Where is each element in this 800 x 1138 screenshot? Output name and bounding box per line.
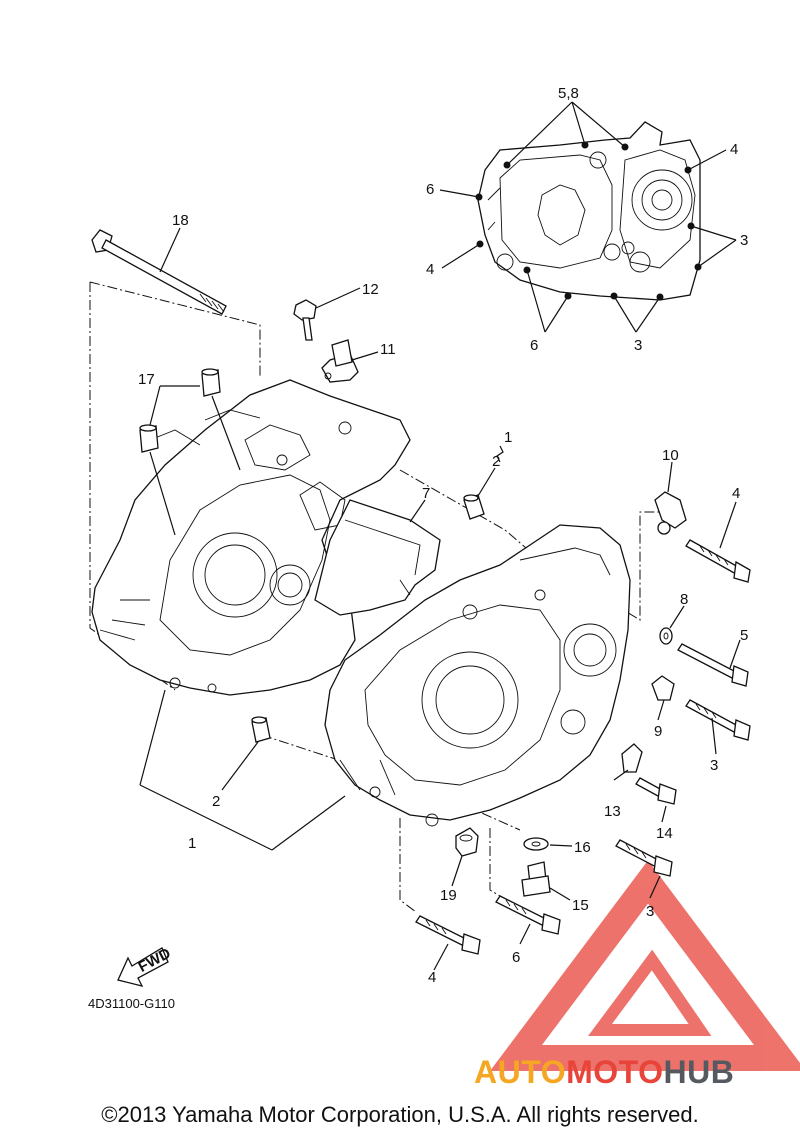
bolt-18: [91, 227, 227, 315]
bolt-14: [635, 777, 677, 823]
callout-8: 8: [680, 591, 688, 608]
dowel-2-lower: [139, 689, 346, 851]
callout-1-lower: 1: [188, 835, 196, 852]
crankcase-inner-view: [439, 101, 737, 333]
bracket-11: [321, 339, 379, 383]
dowel-17: [139, 368, 241, 536]
callout-18: 18: [172, 212, 189, 229]
watermark-auto: AUTO: [474, 1054, 567, 1090]
callout-3-bottom: 3: [634, 337, 642, 354]
bolt-6-low: [489, 828, 561, 945]
callout-3-top: 3: [740, 232, 748, 249]
callout-5-8: 5,8: [558, 85, 579, 102]
callout-6-bottom: 6: [530, 337, 538, 354]
plug-19: [451, 827, 479, 887]
bolt-3-right: [685, 699, 751, 755]
callout-3-low: 3: [646, 903, 654, 920]
right-crankcase: [324, 524, 631, 827]
bolt-5: [677, 639, 749, 687]
left-crankcase: [91, 379, 411, 696]
copyright-notice: ©2013 Yamaha Motor Corporation, U.S.A. A…: [101, 1102, 699, 1127]
callout-2-upper: 2: [492, 453, 500, 470]
callout-15: 15: [572, 897, 589, 914]
part-code: 4D31100-G110: [88, 996, 175, 1011]
watermark-text: AUTOMOTOHUB: [474, 1054, 734, 1091]
drain-bolt-15: [521, 861, 571, 901]
watermark-logo: [490, 860, 800, 1071]
clip-13: [613, 743, 643, 781]
callout-4-top: 4: [730, 141, 738, 158]
part-7-plate: [314, 499, 441, 616]
watermark-moto: MOTO: [566, 1054, 664, 1090]
clamp-9: [651, 675, 675, 721]
callout-16: 16: [574, 839, 591, 856]
callout-12: 12: [362, 281, 379, 298]
callout-4-low: 4: [428, 969, 436, 986]
callout-1-upper: 1: [504, 429, 512, 446]
callout-6-low: 6: [512, 949, 520, 966]
clamp-10: [654, 461, 687, 529]
callout-10: 10: [662, 447, 679, 464]
bolt-12: [293, 287, 361, 341]
callout-4-left: 4: [426, 261, 434, 278]
callout-4-right: 4: [732, 485, 740, 502]
callout-14: 14: [656, 825, 673, 842]
dowel-2-upper: [463, 445, 504, 520]
fwd-label: FWD: [135, 945, 173, 976]
bolt-3-low: [615, 839, 673, 899]
callout-19: 19: [440, 887, 457, 904]
callout-17: 17: [138, 371, 155, 388]
callout-13: 13: [604, 803, 621, 820]
washer-8: [659, 605, 685, 645]
washer-16: [523, 837, 573, 851]
bolt-4-low: [399, 818, 481, 971]
fwd-arrow-icon: FWD: [117, 945, 174, 987]
callout-5: 5: [740, 627, 748, 644]
callout-11: 11: [380, 341, 396, 358]
bolt-4-right: [657, 501, 751, 583]
callout-2-lower: 2: [212, 793, 220, 810]
callout-7: 7: [422, 485, 430, 502]
callout-9: 9: [654, 723, 662, 740]
callout-3-right: 3: [710, 757, 718, 774]
callout-6-top: 6: [426, 181, 434, 198]
watermark-hub: HUB: [663, 1054, 735, 1090]
